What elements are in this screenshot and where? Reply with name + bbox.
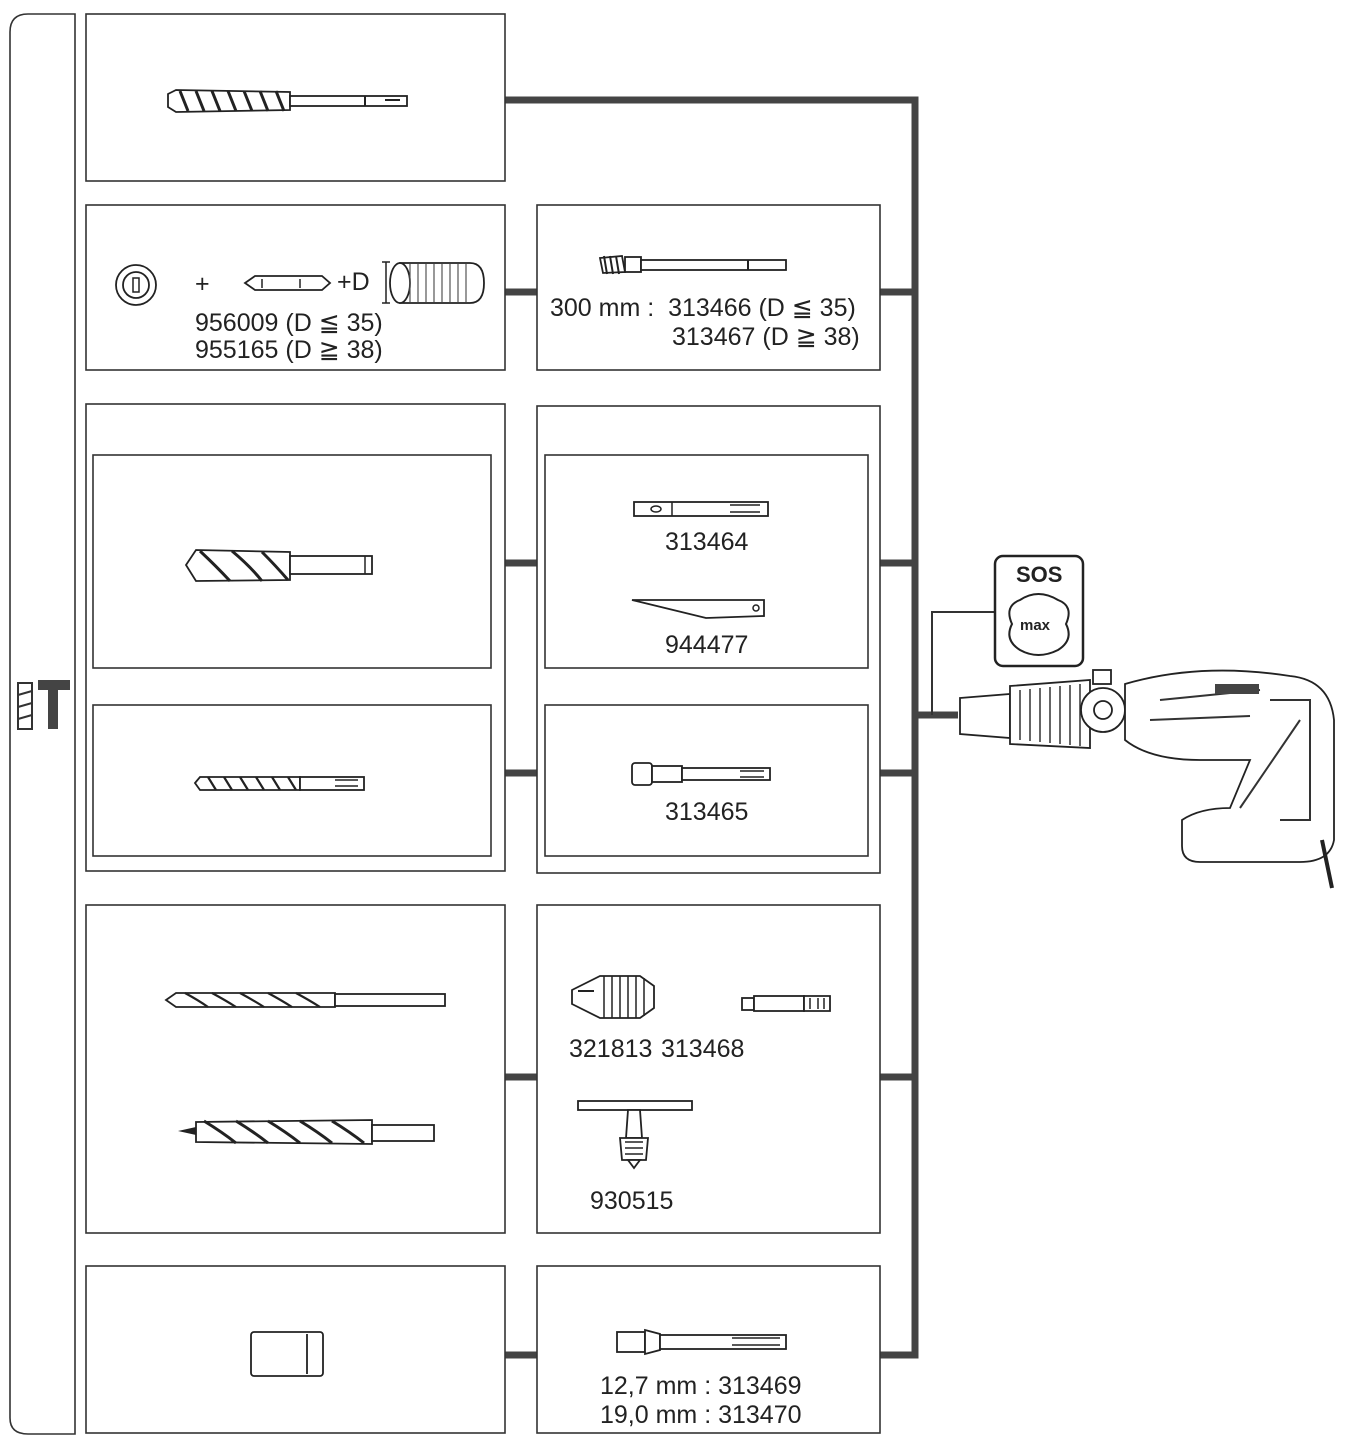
socket-adapter-label-1: 12,7 mm : 313469 <box>600 1372 802 1400</box>
auger-bit-icon <box>178 1119 435 1145</box>
plus-d-label: +D <box>337 268 370 296</box>
chisel-adapter-label-2: 313467 (D ≧ 38) <box>672 323 860 351</box>
adapter-label-313468: 313468 <box>661 1035 745 1063</box>
core-bit-icon <box>115 261 485 306</box>
adapter-313464-icon <box>633 501 769 517</box>
core-bit-label-2: 955165 (D ≧ 38) <box>195 336 383 364</box>
box-wood-bits <box>85 904 506 1234</box>
socket-adapter-icon <box>616 1328 787 1356</box>
spiral-bit-icon <box>167 89 408 113</box>
wedge-944477-label: 944477 <box>665 631 749 659</box>
sds-badge-text: SOS <box>1016 562 1063 587</box>
connector-lines <box>505 96 996 1359</box>
twist-drill-long-icon <box>164 992 446 1008</box>
chisel-adapter-label-1: 300 mm : 313466 (D ≦ 35) <box>550 294 856 322</box>
masonry-drill-large-icon <box>184 549 373 583</box>
wedge-944477-icon <box>631 599 765 619</box>
adapter-313468-icon <box>741 995 831 1012</box>
chuck-label-321813: 321813 <box>569 1035 653 1063</box>
masonry-drill-small-icon <box>193 776 365 791</box>
adapter-313465-label: 313465 <box>665 798 749 826</box>
adapter-313465-icon <box>631 762 771 786</box>
core-bit-label-1: 956009 (D ≦ 35) <box>195 309 383 337</box>
chuck-key-label-930515: 930515 <box>590 1187 674 1215</box>
chuck-key-icon <box>577 1100 693 1170</box>
chisel-adapter-icon <box>598 255 787 275</box>
plus-sign-1: + <box>195 270 210 298</box>
socket-adapter-label-2: 19,0 mm : 313470 <box>600 1401 802 1429</box>
sidebar-frame <box>9 13 76 1435</box>
box-adapter-top <box>544 454 869 669</box>
drill-chuck-icon <box>571 975 655 1019</box>
box-chisel-adapter <box>536 204 881 371</box>
drill-hammer-mode-icon <box>17 680 70 730</box>
box-chuck <box>536 904 881 1234</box>
adapter-313464-label: 313464 <box>665 528 749 556</box>
rotary-hammer-icon <box>959 669 1335 889</box>
max-badge-text: max <box>1020 617 1051 634</box>
sds-max-badge-icon <box>993 554 1085 668</box>
socket-icon <box>250 1331 324 1377</box>
